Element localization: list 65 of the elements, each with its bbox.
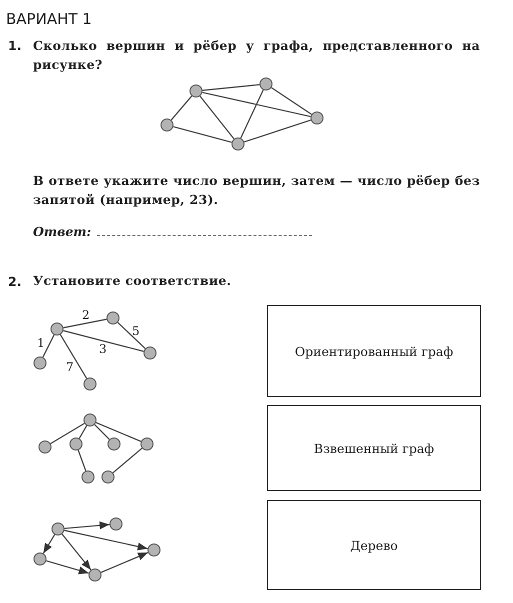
graph-edge [170, 96, 192, 120]
graph-edge [271, 87, 312, 115]
arrow [62, 534, 92, 570]
graph-edge [117, 322, 146, 349]
vertex-circle [144, 346, 156, 360]
graph-edge [173, 126, 232, 143]
graph-edge [244, 119, 312, 143]
edge-weight-label: 1 [37, 337, 45, 349]
graph-edge [112, 448, 142, 474]
vertex-circle [190, 84, 202, 98]
graph-edge [42, 334, 55, 358]
graph-edge [78, 425, 88, 439]
question-text: Установите соответствие. [33, 272, 232, 290]
graph-edge [240, 90, 264, 138]
graph-edge [200, 96, 234, 140]
vertex-circle [70, 438, 82, 450]
instruction-text: В ответе укажите число вершин, затем — число рёбер без запятой (например, 23). [33, 172, 480, 209]
arrow [42, 534, 56, 554]
answer-label: Ответ: [33, 223, 92, 241]
answer-option-box [267, 500, 481, 590]
graph-edge [96, 422, 142, 442]
edge-weight-label: 5 [132, 325, 140, 337]
vertex-circle [106, 312, 120, 324]
question-number: 2. [8, 273, 22, 291]
arrow [64, 521, 110, 530]
vertex-circle [38, 440, 52, 454]
vertex-circle [260, 78, 272, 90]
answer-option-box [267, 305, 481, 397]
graph-edge [202, 84, 260, 91]
vertex-circle [232, 138, 244, 150]
vertex-circle [102, 470, 114, 484]
graph-edge [63, 330, 144, 352]
edge-weight-label: 2 [82, 309, 90, 321]
vertex-circle [140, 438, 154, 450]
option-text: Ориентированный граф [294, 344, 454, 358]
graph-edge [63, 318, 107, 328]
vertex-circle [310, 112, 324, 124]
vertex-circle [34, 552, 46, 566]
question-text: Сколько вершин и рёбер у графа, представленного на рисунке? [33, 37, 480, 74]
vertex-circle [88, 568, 102, 582]
vertex-circle [110, 518, 122, 530]
vertex-circle [148, 544, 160, 556]
graph-edge [60, 334, 88, 379]
graph-edge [94, 424, 110, 440]
vertex-circle [52, 522, 64, 536]
option-text: Взвешенный граф [314, 440, 434, 456]
vertex-circle [34, 356, 46, 370]
vertex-circle [84, 378, 96, 390]
arrow [100, 552, 148, 574]
arrow [46, 560, 89, 574]
graph-edge [50, 422, 85, 444]
vertex-circle [82, 470, 94, 484]
question-number: 1. [8, 37, 22, 55]
arrow [64, 530, 148, 550]
answer-option-box [267, 405, 481, 491]
edge-weight-label: 3 [99, 343, 107, 355]
graph-edge [78, 450, 86, 472]
vertex-circle [108, 438, 120, 450]
variant-heading: ВАРИАНТ 1 [6, 10, 92, 29]
vertex-circle [50, 322, 64, 336]
vertex-circle [160, 118, 174, 132]
graph-edge [202, 92, 311, 118]
edge-weight-label: 7 [66, 361, 74, 373]
vertex-circle [84, 414, 96, 426]
option-text: Дерево [350, 538, 398, 552]
